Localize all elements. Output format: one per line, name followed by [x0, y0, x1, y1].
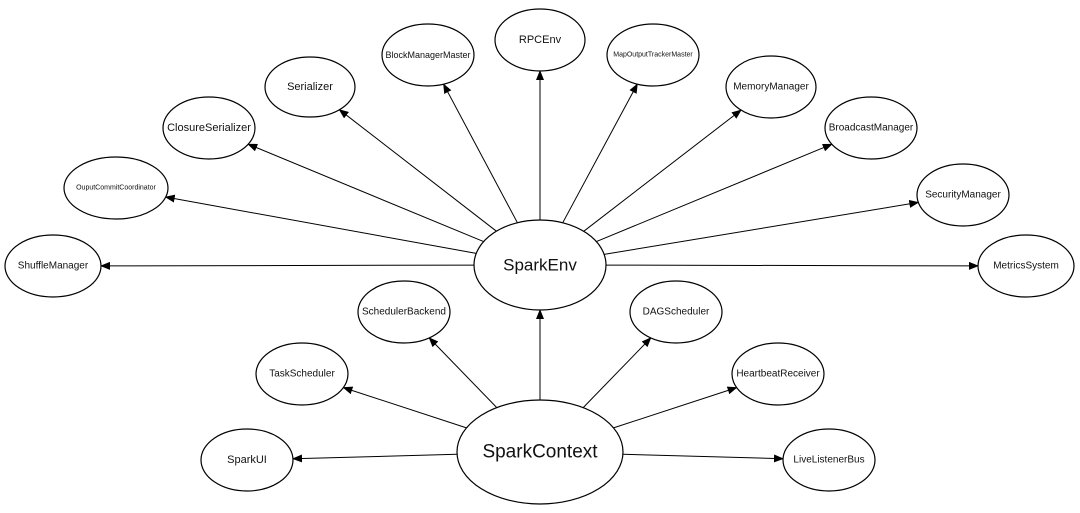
node-spark-ui: SparkUI — [200, 428, 294, 492]
node-serializer: Serializer — [264, 56, 356, 118]
arrow-spark-context-to-live-listener-bus — [622, 453, 784, 463]
node-dag-scheduler: DAGScheduler — [629, 280, 723, 344]
arrow-spark-env-to-shuffle-manager — [100, 261, 475, 270]
node-label: LiveListenerBus — [793, 455, 864, 466]
arrow-spark-env-to-closure-serializer — [247, 143, 484, 243]
node-output-commit-coordinator: OuputCommitCoordinator — [63, 156, 169, 220]
node-label: MapOutputTrackerMaster — [613, 52, 693, 59]
node-label: MemoryManager — [733, 82, 809, 93]
node-label: MetricsSystem — [993, 261, 1059, 272]
node-label: ClosureSerializer — [167, 122, 251, 134]
node-label: BroadcastManager — [829, 123, 914, 134]
node-rpc-env: RPCEnv — [494, 8, 586, 72]
arrow-spark-env-to-block-manager-master — [443, 83, 518, 223]
node-label: HeartbeatReceiver — [736, 369, 820, 380]
node-block-manager-master: BlockManagerMaster — [381, 23, 475, 87]
node-heartbeat-receiver: HeartbeatReceiver — [731, 342, 825, 406]
node-closure-serializer: ClosureSerializer — [162, 96, 256, 160]
arrow-spark-env-to-metrics-system — [605, 261, 979, 270]
node-label: SparkEnv — [503, 256, 577, 275]
node-live-listener-bus: LiveListenerBus — [782, 428, 876, 492]
node-label: OuputCommitCoordinator — [76, 185, 156, 192]
node-metrics-system: MetricsSystem — [977, 234, 1075, 298]
node-shuffle-manager: ShuffleManager — [4, 234, 102, 298]
arrow-spark-context-to-task-scheduler — [342, 386, 467, 429]
edges-layer — [100, 70, 979, 463]
arrow-spark-env-to-security-manager — [604, 199, 920, 255]
node-spark-context: SparkContext — [456, 399, 624, 505]
node-map-output-tracker-master: MapOutputTrackerMaster — [606, 23, 700, 87]
arrow-spark-context-to-heartbeat-receiver — [613, 386, 738, 429]
node-scheduler-backend: SchedulerBackend — [357, 280, 451, 344]
node-spark-env: SparkEnv — [473, 219, 607, 311]
arrow-spark-context-to-dag-scheduler — [582, 337, 652, 408]
node-label: SparkUI — [227, 454, 267, 466]
arrow-spark-env-to-map-output-tracker-master — [562, 83, 638, 224]
node-label: SecurityManager — [925, 190, 1001, 201]
node-memory-manager: MemoryManager — [725, 55, 817, 119]
node-label: RPCEnv — [519, 34, 562, 46]
node-task-scheduler: TaskScheduler — [255, 342, 349, 406]
arrow-spark-env-to-serializer — [338, 109, 497, 232]
arrow-spark-env-to-broadcast-manager — [596, 143, 833, 243]
node-label: SchedulerBackend — [362, 307, 446, 318]
node-label: Serializer — [287, 81, 333, 93]
arrow-spark-context-to-spark-ui — [292, 453, 458, 463]
node-label: SparkContext — [482, 442, 598, 463]
arrow-spark-context-to-scheduler-backend — [428, 337, 498, 408]
arrow-spark-env-to-output-commit-coordinator — [164, 194, 477, 254]
node-broadcast-manager: BroadcastManager — [824, 96, 918, 160]
node-label: ShuffleManager — [18, 261, 89, 272]
node-label: DAGScheduler — [643, 307, 710, 318]
node-label: BlockManagerMaster — [385, 50, 470, 60]
arrow-spark-env-to-memory-manager — [583, 109, 742, 232]
node-security-manager: SecurityManager — [916, 163, 1010, 227]
node-label: TaskScheduler — [269, 369, 335, 380]
